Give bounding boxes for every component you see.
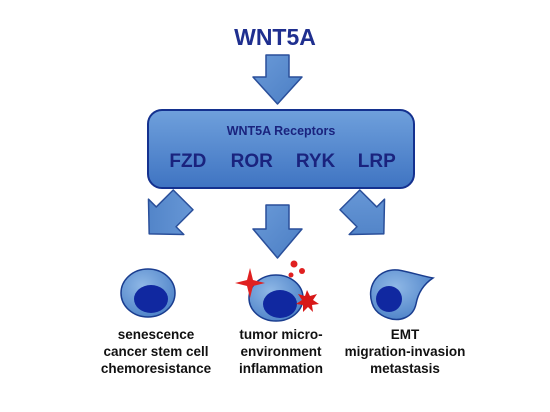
receptor-box-shape: [147, 109, 415, 189]
diagram-title: WNT5A: [234, 24, 316, 50]
outcome-line: EMT: [390, 327, 420, 342]
outcome-line: inflammation: [238, 361, 323, 376]
outcome-line: environment: [240, 344, 322, 359]
outcome-tumor-microenvironment: tumor micro- environment inflammation: [196, 326, 366, 377]
down-arrow-icon: [252, 54, 303, 105]
receptor-ryk: RYK: [295, 151, 336, 172]
outcome-line: metastasis: [370, 361, 440, 376]
outcome-emt: EMT migration-invasion metastasis: [320, 326, 490, 377]
outcome-line: cancer stem cell: [103, 344, 209, 359]
receptor-lrp: LRP: [357, 151, 396, 172]
cytokine-dot-icon: [288, 260, 305, 278]
outcome-line: migration-invasion: [344, 344, 466, 359]
receptor-box-title: WNT5A Receptors: [226, 124, 336, 138]
receptor-list: FZD ROR RYK LRP: [148, 151, 414, 175]
outcome-line: senescence: [117, 327, 195, 342]
mesenchymal-cell-icon: [369, 269, 435, 321]
round-cell-icon: [120, 268, 176, 318]
down-arrow-icon: [252, 204, 303, 259]
sparkle-icon: [235, 268, 265, 298]
receptor-ror: ROR: [230, 151, 273, 172]
receptor-box: WNT5A Receptors FZD ROR RYK LRP: [148, 110, 414, 188]
down-left-arrow-icon: [147, 189, 194, 236]
outcome-line: tumor micro-: [239, 327, 323, 342]
burst-icon: [296, 290, 319, 312]
receptor-fzd: FZD: [169, 151, 207, 172]
down-right-arrow-icon: [339, 189, 386, 236]
outcome-senescence: senescence cancer stem cell chemoresista…: [71, 326, 241, 377]
outcome-line: chemoresistance: [100, 361, 212, 376]
